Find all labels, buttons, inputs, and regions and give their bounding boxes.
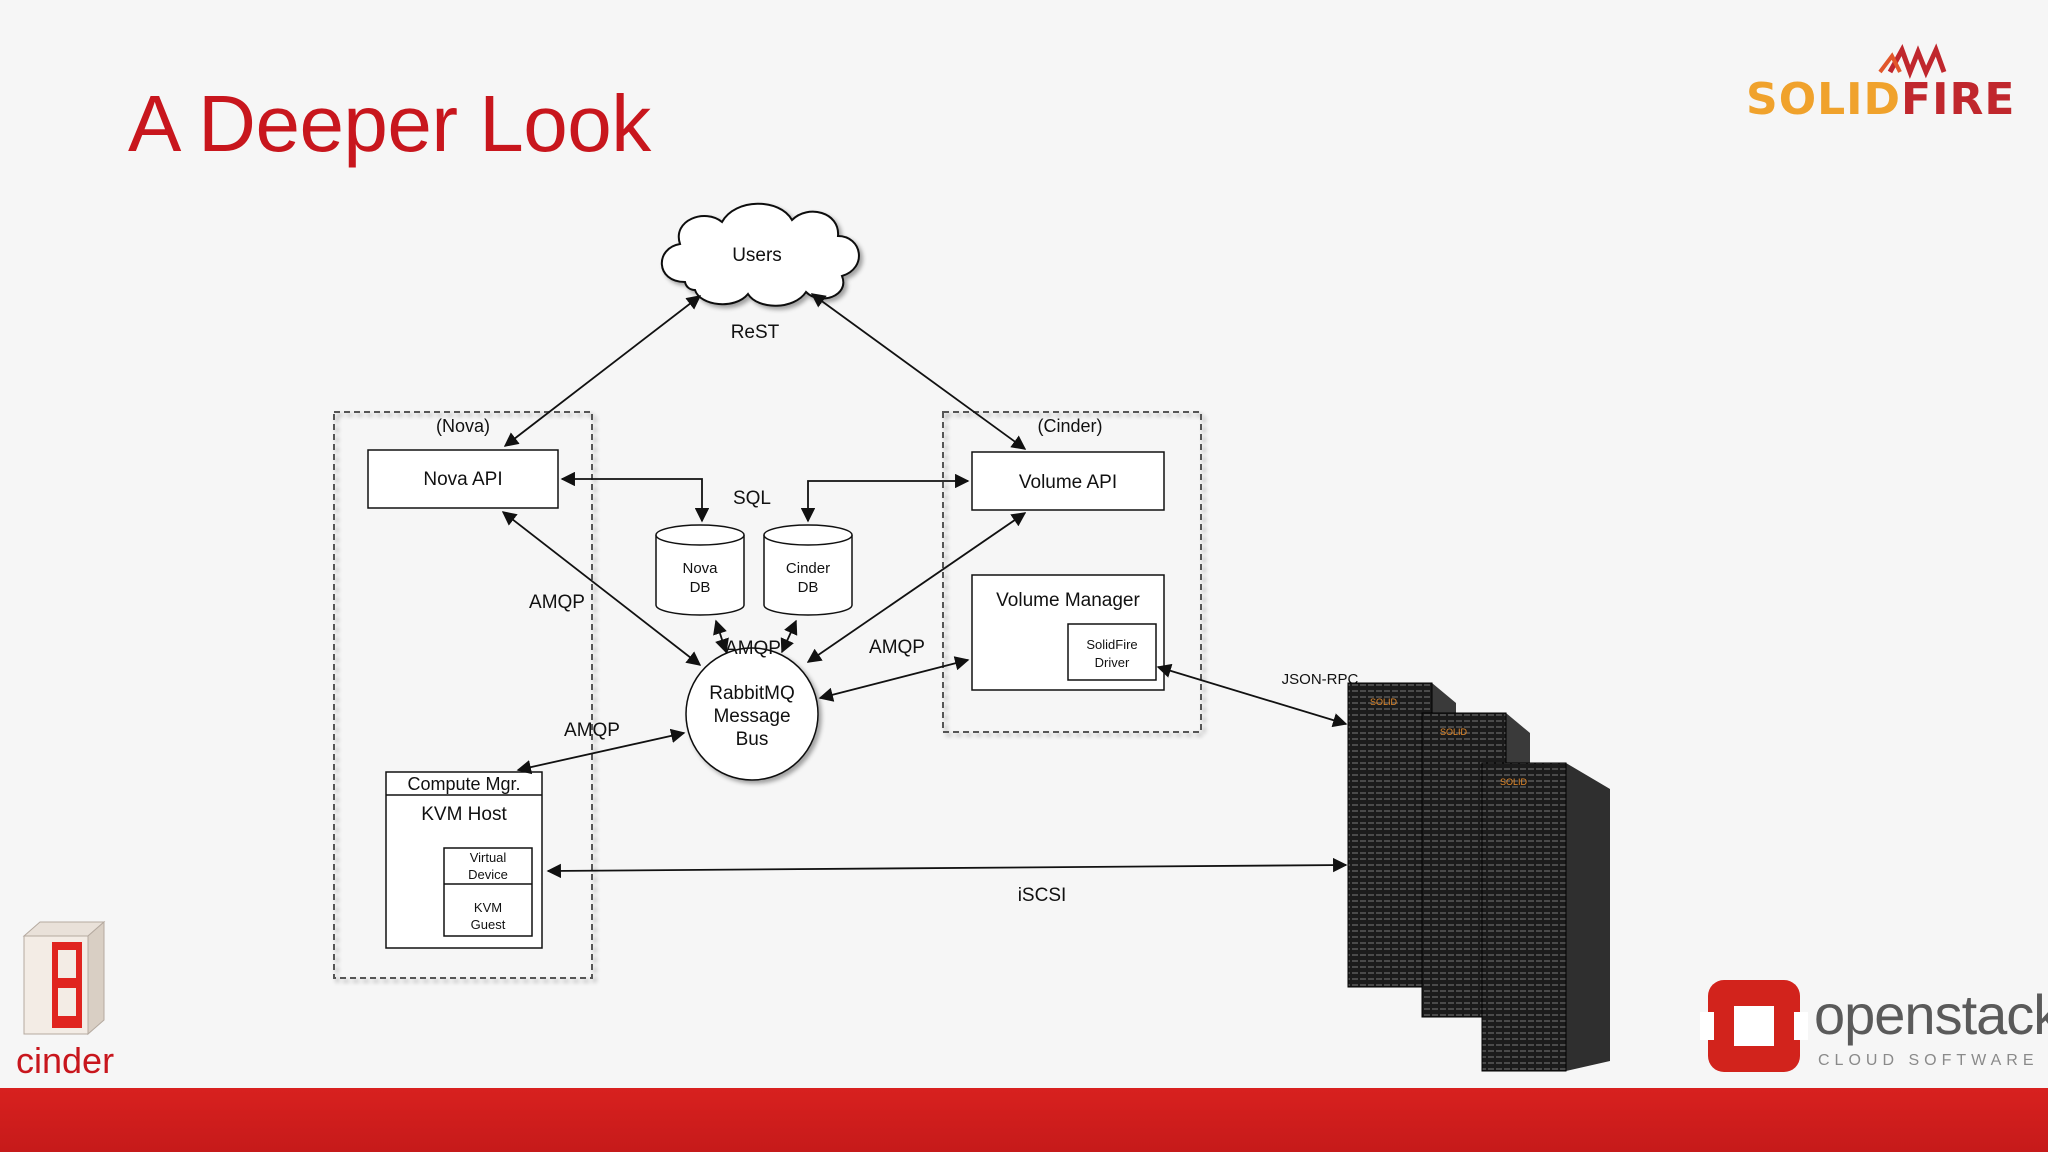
nova-db-cylinder: Nova DB — [655, 524, 745, 616]
iscsi-label: iSCSI — [1018, 885, 1067, 906]
solidfire-storage-racks: SOLID SOLID SOLID — [1347, 682, 1610, 1072]
json-rpc-label: JSON-RPC — [1282, 671, 1359, 688]
cinder-logo: cinder — [14, 918, 124, 1088]
users-label: Users — [732, 245, 782, 266]
solidfire-driver-line2: Driver — [1095, 655, 1130, 670]
amqp-label-nova-api: AMQP — [529, 592, 585, 613]
solidfire-driver-line1: SolidFire — [1086, 637, 1137, 652]
arrow-nova-api-nova-db — [560, 471, 710, 523]
kvm-host-label: KVM Host — [421, 804, 507, 825]
cinder-group-label: (Cinder) — [1037, 416, 1102, 436]
rabbitmq-bus: RabbitMQ Message Bus — [685, 647, 819, 781]
amqp-label-cinder: AMQP — [869, 637, 925, 658]
solidfire-word-fire: FIRE — [1901, 74, 2016, 125]
arrow-users-volume-api — [810, 293, 1027, 450]
cinder-wordmark: cinder — [16, 1040, 115, 1081]
cinder-block-icon — [22, 920, 106, 1036]
nova-db-line2: DB — [690, 579, 711, 596]
rack-brand-3: SOLID — [1500, 777, 1528, 787]
volume-manager-label: Volume Manager — [996, 590, 1140, 611]
compute-mgr-label: Compute Mgr. — [407, 774, 520, 794]
rabbitmq-line1: RabbitMQ — [709, 683, 795, 704]
virtual-device-line2: Device — [468, 867, 508, 882]
arrow-rabbitmq-volume-manager — [818, 656, 970, 702]
openstack-subtitle: CLOUD SOFTWARE — [1818, 1052, 2039, 1069]
openstack-mark-icon — [1700, 980, 1808, 1072]
connectors — [501, 293, 1348, 879]
nova-group-label: (Nova) — [436, 416, 490, 436]
arrow-rabbitmq-compute — [516, 728, 686, 775]
storage-rack-3: SOLID — [1481, 762, 1610, 1072]
rabbitmq-line2: Message — [713, 706, 790, 727]
openstack-logo: openstack CLOUD SOFTWARE — [1700, 968, 2048, 1080]
bottom-red-bar — [0, 1088, 2048, 1152]
amqp-label-compute: AMQP — [564, 720, 620, 741]
rest-label: ReST — [731, 322, 780, 343]
rack-brand-1: SOLID — [1370, 697, 1398, 707]
solidfire-word-solid: SOLID — [1746, 74, 1902, 125]
users-cloud: Users — [660, 202, 860, 307]
arrow-nova-api-rabbitmq — [501, 511, 702, 666]
openstack-wordmark: openstack — [1814, 983, 2048, 1046]
kvm-guest-line1: KVM — [474, 900, 502, 915]
nova-api-box: Nova API — [423, 469, 502, 490]
slide-title: A Deeper Look — [128, 79, 651, 168]
cinder-group: (Cinder) Volume API Volume Manager Solid… — [942, 411, 1202, 733]
arrow-cinder-db-rabbitmq — [780, 619, 798, 654]
cinder-db-cylinder: Cinder DB — [763, 524, 853, 616]
solidfire-wordmark: SOLIDFIRE — [1746, 74, 2015, 125]
solidfire-flame-icon — [1878, 43, 1947, 80]
arrow-driver-storage — [1156, 663, 1348, 728]
cinder-db-line2: DB — [798, 579, 819, 596]
nova-group: (Nova) Nova API Compute Mgr. KVM Host Vi… — [333, 411, 593, 979]
arrow-nova-db-rabbitmq — [713, 619, 729, 654]
cinder-db-line1: Cinder — [786, 560, 830, 577]
solidfire-logo: SOLIDFIRE — [1740, 42, 2014, 132]
amqp-label-db: AMQP — [725, 638, 781, 659]
virtual-device-line1: Virtual — [470, 850, 507, 865]
rack-brand-2: SOLID — [1440, 727, 1468, 737]
arrow-iscsi — [546, 857, 1348, 879]
kvm-guest-line2: Guest — [471, 917, 506, 932]
arrow-cinder-db-volume-api — [800, 473, 970, 523]
rabbitmq-line3: Bus — [736, 729, 769, 750]
nova-db-line1: Nova — [682, 560, 718, 577]
arrow-volume-api-rabbitmq — [806, 512, 1027, 663]
volume-api-box: Volume API — [1019, 472, 1117, 493]
sql-label: SQL — [733, 488, 771, 509]
arrow-users-nova-api — [503, 295, 702, 447]
